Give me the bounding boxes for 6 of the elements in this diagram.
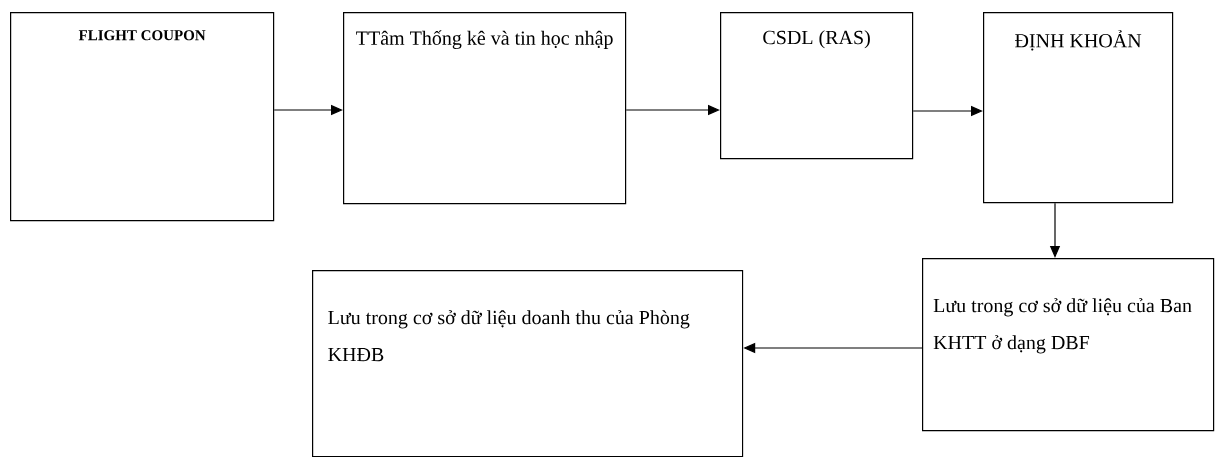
process-box: ĐỊNH KHOẢN: [983, 12, 1174, 204]
storage-box: Lưu trong cơ sở dữ liệu doanh thu của Phòng KHĐB: [312, 270, 744, 457]
process-box: CSDL (RAS): [720, 12, 914, 160]
process-box: FLIGHT COUPON: [10, 12, 275, 222]
storage-box: Lưu trong cơ sở dữ liệu của Ban KHTT ở dạng DBF: [922, 258, 1215, 432]
process-box: TTâm Thống kê và tin học nhập: [343, 12, 627, 205]
